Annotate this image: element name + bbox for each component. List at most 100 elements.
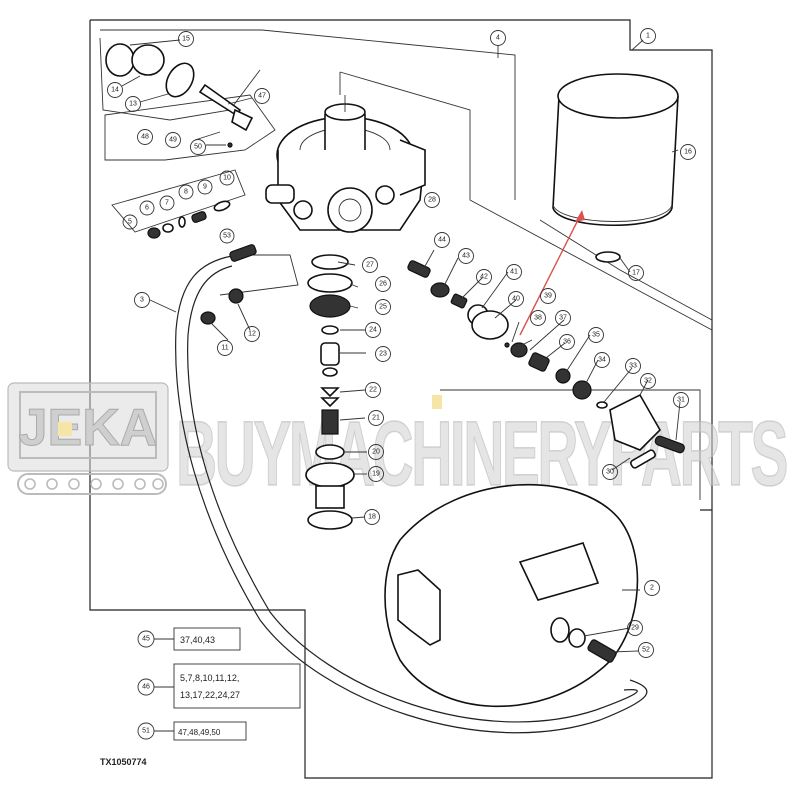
callout-assembly-4: 4	[490, 30, 506, 46]
figure-id: TX1050774	[100, 757, 147, 767]
callout-39: 39	[540, 288, 556, 304]
callouts: 15 14 13 47 48 49 50 5 6 7 8 9 10 53 28 …	[107, 28, 696, 658]
svg-text:39: 39	[544, 293, 552, 300]
svg-text:19: 19	[372, 471, 380, 478]
valve-stack	[305, 254, 355, 530]
svg-text:23: 23	[379, 351, 387, 358]
legend-row-kit-45: 45 37,40,43	[137, 627, 241, 651]
callout-40: 40	[508, 291, 524, 307]
kit-legend: 45 37,40,43 46 5,7,8,10,11,12, 13,17,22,…	[100, 627, 301, 767]
svg-text:8: 8	[184, 189, 188, 196]
callout-36: 36	[559, 334, 575, 350]
svg-text:24: 24	[369, 327, 377, 334]
callout-48: 48	[137, 129, 153, 145]
svg-text:17: 17	[632, 270, 640, 277]
svg-text:13,17,22,24,27: 13,17,22,24,27	[180, 690, 240, 700]
callout-19: 19	[368, 466, 384, 482]
legend-row-kit-51: 51 47,48,49,50	[137, 721, 247, 741]
air-dryer-body	[265, 95, 426, 233]
callout-41: 41	[506, 264, 522, 280]
callout-25: 25	[375, 299, 391, 315]
callout-assembly-1: 1	[640, 28, 656, 44]
svg-text:18: 18	[368, 514, 376, 521]
callout-52: 52	[638, 642, 654, 658]
callout-43: 43	[458, 248, 474, 264]
callout-14: 14	[107, 82, 123, 98]
svg-text:37,40,43: 37,40,43	[180, 635, 215, 645]
right-parts-row	[407, 260, 685, 469]
svg-text:47,48,49,50: 47,48,49,50	[178, 728, 221, 737]
svg-text:41: 41	[510, 269, 518, 276]
left-parts	[105, 43, 257, 325]
svg-text:13: 13	[129, 101, 137, 108]
assembly-frames	[89, 19, 713, 779]
svg-text:46: 46	[142, 684, 150, 691]
svg-text:9: 9	[203, 184, 207, 191]
callout-20: 20	[368, 444, 384, 460]
callout-24: 24	[365, 322, 381, 338]
svg-text:28: 28	[428, 197, 436, 204]
callout-10: 10	[219, 170, 235, 186]
callout-44: 44	[434, 232, 450, 248]
svg-text:40: 40	[512, 296, 520, 303]
callout-21: 21	[368, 410, 384, 426]
callout-8: 8	[178, 184, 194, 200]
svg-text:4: 4	[496, 35, 500, 42]
callout-33: 33	[625, 358, 641, 374]
svg-text:42: 42	[480, 274, 488, 281]
svg-text:48: 48	[141, 134, 149, 141]
callout-32: 32	[640, 373, 656, 389]
callout-31: 31	[673, 392, 689, 408]
callout-34: 34	[594, 352, 610, 368]
svg-text:7: 7	[165, 200, 169, 207]
svg-text:10: 10	[223, 175, 231, 182]
svg-text:37: 37	[559, 315, 567, 322]
callout-47: 47	[254, 88, 270, 104]
callout-38: 38	[530, 310, 546, 326]
callout-5: 5	[122, 214, 138, 230]
callout-27: 27	[362, 257, 378, 273]
svg-text:5: 5	[128, 219, 132, 226]
watermark-logo: JEKA	[19, 399, 158, 457]
svg-text:5,7,8,10,11,12,: 5,7,8,10,11,12,	[180, 673, 239, 683]
callout-6: 6	[139, 200, 155, 216]
callout-28: 28	[424, 192, 440, 208]
svg-text:11: 11	[221, 345, 228, 352]
svg-text:31: 31	[677, 397, 685, 404]
svg-text:36: 36	[563, 339, 571, 346]
svg-text:14: 14	[111, 87, 119, 94]
watermark: JEKA BUYMACHINERYPARTS	[7, 382, 791, 506]
svg-text:12: 12	[248, 331, 256, 338]
air-hose	[175, 255, 648, 734]
watermark-track	[17, 473, 167, 495]
callout-9: 9	[197, 179, 213, 195]
svg-text:6: 6	[145, 205, 149, 212]
callout-16: 16	[680, 144, 696, 160]
callout-42: 42	[476, 269, 492, 285]
callout-23: 23	[375, 346, 391, 362]
svg-text:51: 51	[142, 728, 150, 735]
callout-30: 30	[602, 464, 618, 480]
svg-text:16: 16	[684, 149, 692, 156]
watermark-brand: BUYMACHINERYPARTS	[176, 403, 786, 505]
svg-text:43: 43	[462, 253, 470, 260]
svg-text:26: 26	[379, 281, 387, 288]
callout-18: 18	[364, 509, 380, 525]
leader-lines	[121, 39, 681, 653]
svg-text:50: 50	[194, 144, 202, 151]
callout-35: 35	[588, 327, 604, 343]
svg-text:35: 35	[592, 332, 600, 339]
callout-12: 12	[244, 326, 260, 342]
svg-text:3: 3	[140, 297, 144, 304]
svg-text:47: 47	[258, 93, 266, 100]
callout-11: 11	[217, 340, 233, 356]
svg-text:49: 49	[169, 137, 177, 144]
callout-tank-2: 2	[644, 580, 660, 596]
svg-text:34: 34	[598, 357, 606, 364]
svg-text:2: 2	[650, 585, 654, 592]
svg-text:29: 29	[631, 625, 639, 632]
svg-text:44: 44	[438, 237, 446, 244]
callout-hose-3: 3	[134, 292, 150, 308]
svg-text:21: 21	[372, 415, 380, 422]
